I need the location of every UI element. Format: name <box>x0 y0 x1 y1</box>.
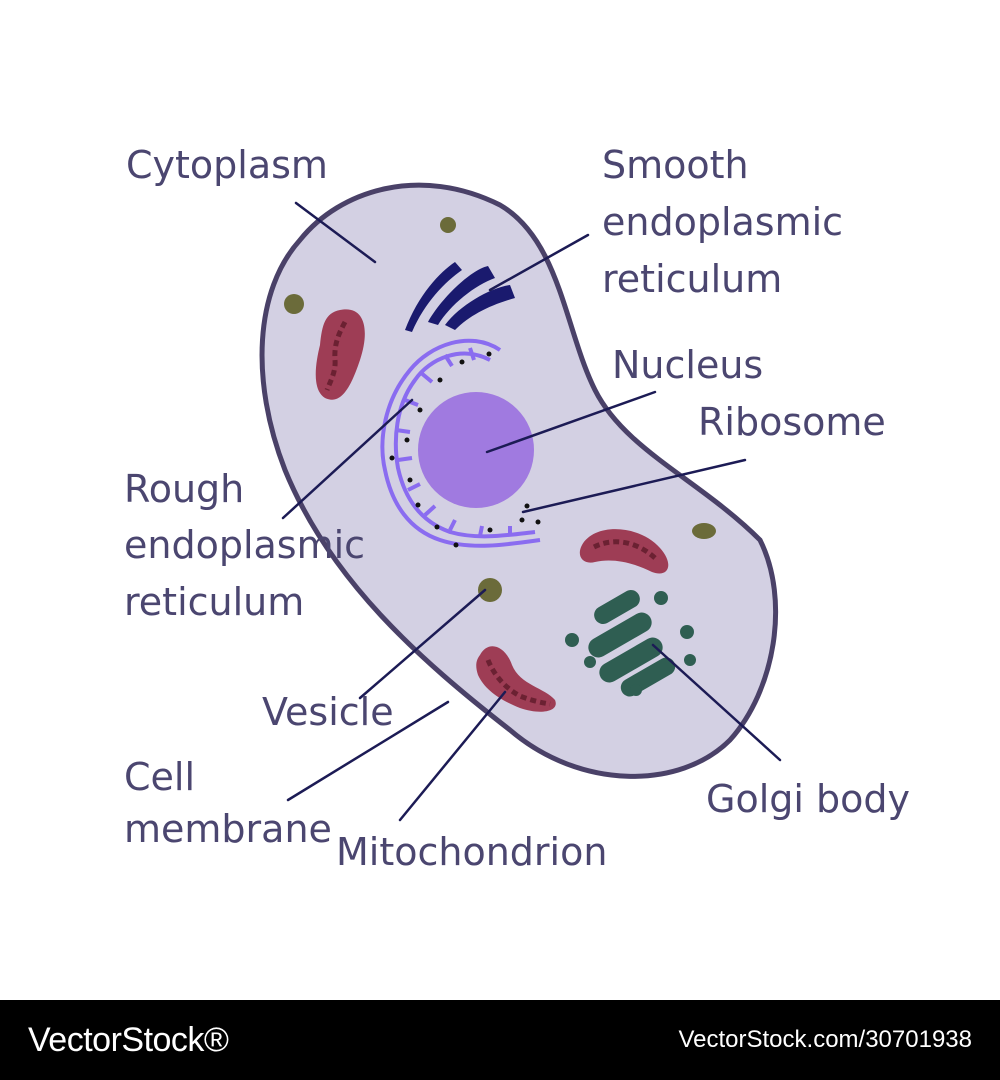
label-nucleus: Nucleus <box>612 343 763 387</box>
leader-nucleus <box>485 390 657 454</box>
ribosome-dots <box>389 351 541 548</box>
label-golgi-body: Golgi body <box>706 777 910 821</box>
golgi-body-shape <box>565 590 696 697</box>
label-cell-membrane: Cell membrane <box>124 755 332 851</box>
leader-vesicle <box>358 588 487 700</box>
mitochondrion-1 <box>315 309 365 400</box>
label-mitochondrion: Mitochondrion <box>336 830 607 874</box>
label-ribosome: Ribosome <box>698 400 886 444</box>
vesicle-4 <box>478 578 502 602</box>
leader-cell-membrane <box>286 700 450 802</box>
label-cell-membrane-line-1: Cell <box>124 755 195 799</box>
leader-rough-er <box>281 398 414 520</box>
mitochondrion-3 <box>476 646 556 712</box>
leader-ribosome <box>521 458 747 514</box>
label-cytoplasm: Cytoplasm <box>126 143 328 187</box>
leader-mitochondrion <box>398 690 507 822</box>
label-rough-er-line-2: endoplasmic <box>124 523 365 567</box>
leader-cytoplasm <box>294 201 377 264</box>
label-cell-membrane-line-2: membrane <box>124 807 332 851</box>
vesicle-1 <box>440 217 456 233</box>
label-smooth-er-line-3: reticulum <box>602 257 782 301</box>
watermark-footer: VectorStock® VectorStock.com/30701938 <box>0 1000 1000 1080</box>
label-rough-er-line-1: Rough <box>124 467 244 511</box>
cell-diagram: Cytoplasm Smooth endoplasmic reticulum N… <box>124 143 910 874</box>
mitochondrion-2 <box>579 529 669 574</box>
label-rough-er: Rough endoplasmic reticulum <box>124 467 377 624</box>
vesicle-3 <box>692 523 716 539</box>
nucleus-shape <box>418 392 534 508</box>
leader-golgi-body <box>651 643 782 762</box>
label-smooth-er-line-2: endoplasmic <box>602 200 843 244</box>
label-vesicle: Vesicle <box>262 690 394 734</box>
vesicle-2 <box>284 294 304 314</box>
label-smooth-er-line-1: Smooth <box>602 143 749 187</box>
rough-er <box>380 338 541 548</box>
leader-smooth-er <box>488 233 590 292</box>
label-smooth-er: Smooth endoplasmic reticulum <box>602 143 855 301</box>
label-rough-er-line-3: reticulum <box>124 580 304 624</box>
vectorstock-url: VectorStock.com/30701938 <box>678 1026 972 1053</box>
vectorstock-logo: VectorStock® <box>28 1020 229 1059</box>
smooth-er <box>405 262 515 332</box>
